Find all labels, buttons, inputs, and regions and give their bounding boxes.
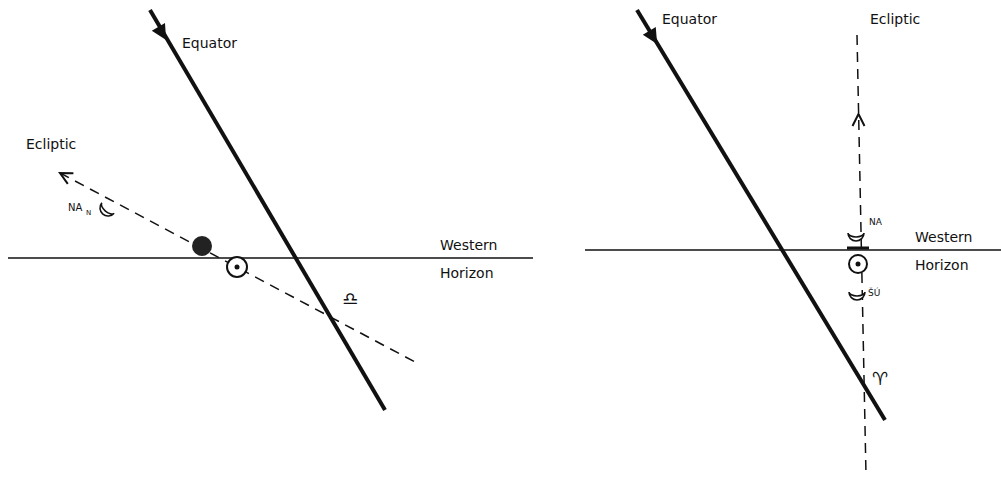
horizon-label: Horizon bbox=[915, 258, 969, 272]
sun-dot bbox=[235, 265, 240, 270]
equator-arrow bbox=[645, 29, 656, 42]
equator-arrow bbox=[154, 25, 165, 38]
zodiac-sign: ♈ bbox=[872, 370, 888, 388]
ecliptic-arrow bbox=[60, 173, 73, 184]
horizon-label: Western bbox=[915, 230, 972, 244]
horizon-tick bbox=[847, 247, 869, 250]
horizon-label: Western bbox=[440, 238, 497, 252]
moon-label: ŠÚ bbox=[868, 289, 880, 298]
zodiac-sign: ♎ bbox=[342, 290, 358, 308]
equator-line bbox=[637, 10, 885, 420]
sun-dot bbox=[856, 262, 861, 267]
horizon-line bbox=[8, 257, 533, 259]
ecliptic-line bbox=[60, 173, 415, 362]
axis-label: Ecliptic bbox=[26, 137, 76, 151]
horizon-line bbox=[585, 249, 1001, 251]
moon-label: NA bbox=[68, 203, 82, 213]
sun-symbol bbox=[849, 255, 867, 273]
moon-label: NA bbox=[869, 218, 882, 227]
sun-symbol bbox=[227, 257, 247, 277]
axis-label: Equator bbox=[182, 36, 237, 50]
moon-crescent bbox=[849, 292, 865, 300]
ecliptic-arrow bbox=[853, 114, 865, 126]
moon-label-subscript: N bbox=[86, 210, 91, 217]
equator-line bbox=[150, 10, 385, 410]
axis-label: Ecliptic bbox=[870, 12, 920, 26]
horizon-label: Horizon bbox=[440, 266, 494, 280]
moon-crescent bbox=[97, 203, 114, 219]
moon-crescent bbox=[848, 233, 864, 241]
axis-label: Equator bbox=[662, 12, 717, 26]
dark-moon bbox=[192, 236, 212, 256]
